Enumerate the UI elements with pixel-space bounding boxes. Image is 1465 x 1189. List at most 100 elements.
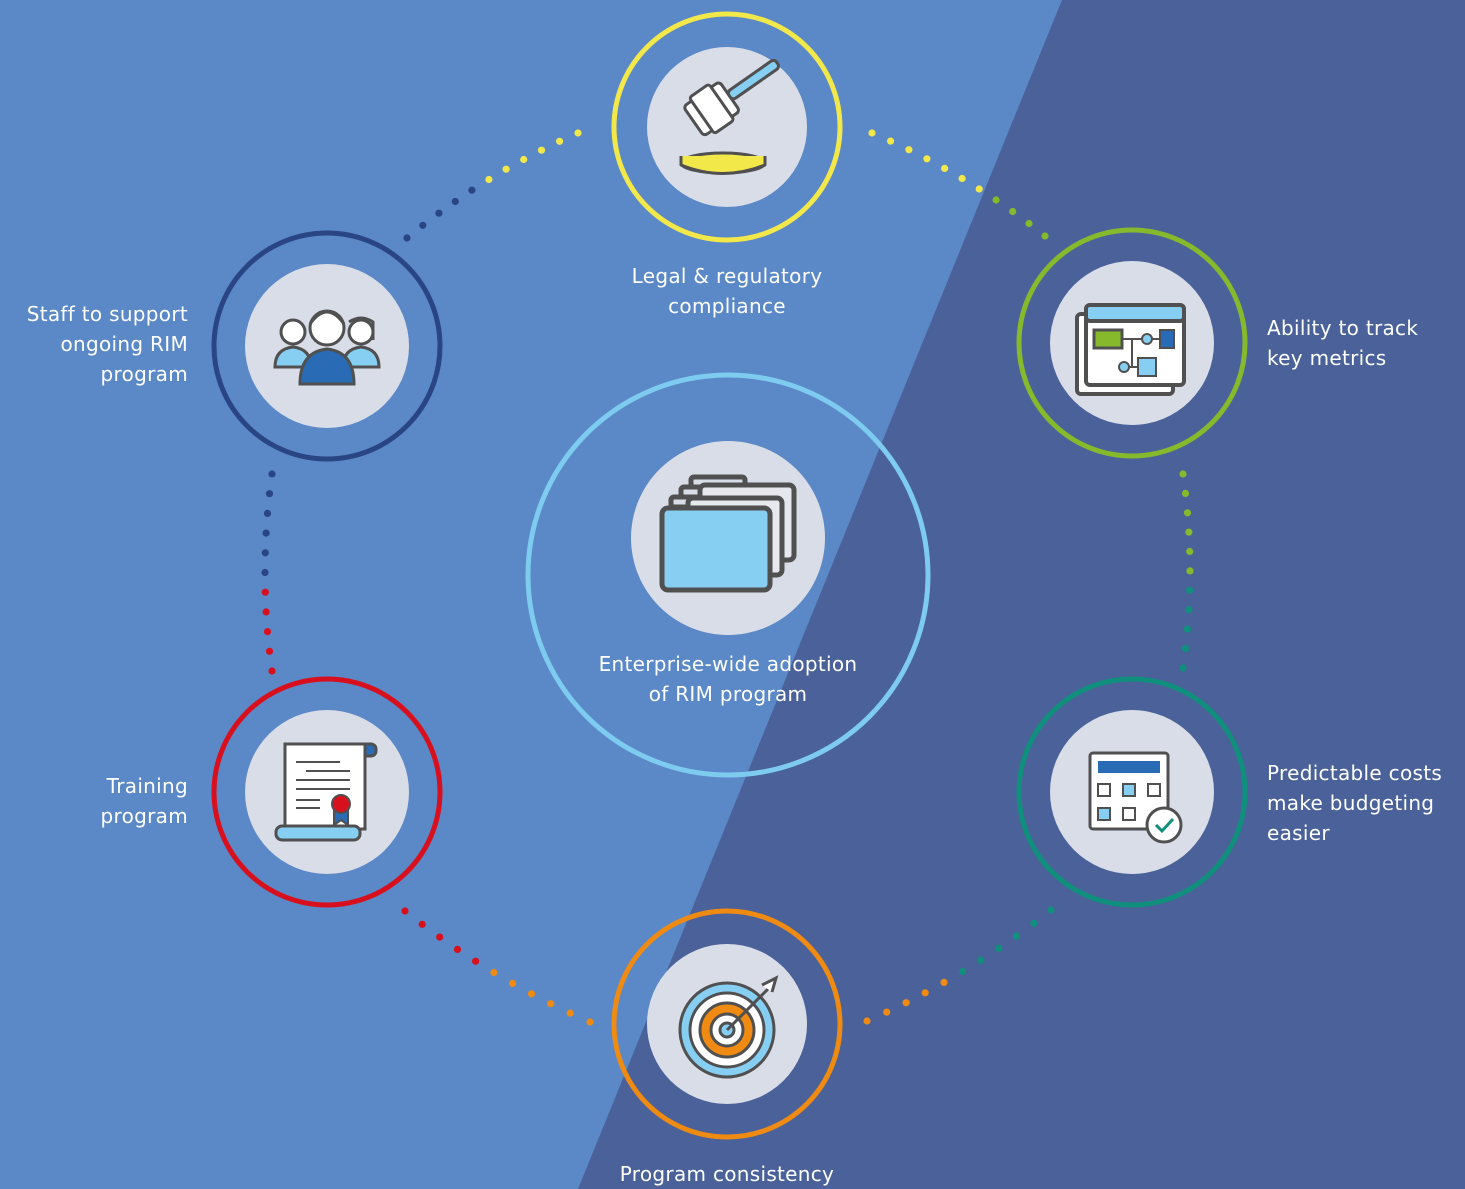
- connector-dot: [959, 967, 967, 976]
- center-label-line1: Enterprise-wide adoption: [598, 652, 858, 676]
- connector-dot: [261, 588, 269, 596]
- connector-dot: [1183, 625, 1192, 633]
- folder-stack-icon: [659, 474, 797, 593]
- connector-dot: [262, 529, 270, 537]
- connector-dot: [1186, 567, 1194, 575]
- connector-dot: [418, 920, 426, 928]
- training-label-line1: Training: [106, 774, 188, 798]
- background-right: [578, 0, 1465, 1189]
- training-label: Training program: [0, 771, 188, 831]
- connector-dot: [921, 989, 929, 997]
- connector-dot: [995, 944, 1003, 953]
- connector-dot: [923, 155, 931, 163]
- connector-dot: [992, 196, 1000, 204]
- connector-dot: [1030, 919, 1038, 927]
- connector-dot: [520, 155, 528, 164]
- connector-dot: [263, 628, 272, 636]
- connector-dot: [586, 1018, 594, 1026]
- connector-dot: [1181, 645, 1190, 653]
- connector-dot: [263, 509, 272, 517]
- metrics-label-line2: key metrics: [1267, 346, 1387, 370]
- costs-label-line1: Predictable costs: [1267, 761, 1443, 785]
- legal-label-line1: Legal & regulatory: [631, 264, 823, 288]
- connector-dot: [868, 129, 876, 137]
- training-label-line2: program: [100, 804, 188, 828]
- gavel-icon: [679, 58, 780, 175]
- metrics-label-line1: Ability to track: [1267, 316, 1419, 340]
- connector-dot: [566, 1009, 574, 1017]
- certificate-icon: [274, 742, 378, 842]
- connector-dot: [902, 999, 910, 1007]
- connector-dot: [883, 1008, 891, 1016]
- flowchart-window-icon: [1075, 303, 1186, 396]
- connector-dot: [419, 221, 427, 229]
- connector-dot: [1186, 547, 1194, 556]
- connector-dot: [556, 137, 564, 145]
- center-ring: [525, 372, 931, 778]
- node-costs: [1016, 676, 1248, 908]
- connector-dot: [958, 174, 966, 183]
- connector-dot: [403, 234, 411, 242]
- connector-dot: [975, 185, 983, 193]
- connector-dot: [1179, 470, 1187, 478]
- dotted-connectors: [261, 129, 1194, 1026]
- staff-ring: [211, 230, 443, 462]
- connector-dot: [508, 979, 517, 988]
- costs-label-line2: make budgeting: [1267, 791, 1435, 815]
- connector-dot: [863, 1017, 871, 1025]
- connector-dot: [265, 647, 274, 655]
- staff-label-line2: ongoing RIM: [60, 332, 188, 356]
- connector-dot: [502, 165, 510, 173]
- legal-label: Legal & regulatory compliance: [577, 261, 877, 321]
- legal-label-line2: compliance: [668, 294, 786, 318]
- costs-label-line3: easier: [1267, 821, 1330, 845]
- costs-label: Predictable costs make budgeting easier: [1267, 758, 1442, 848]
- connector-dot: [574, 129, 582, 137]
- connector-dot: [261, 549, 269, 557]
- costs-ring: [1016, 676, 1248, 908]
- consistency-label: Program consistency: [577, 1159, 877, 1189]
- connector-dot: [401, 907, 409, 915]
- center-label: Enterprise-wide adoption of RIM program: [528, 649, 928, 709]
- node-metrics: [1016, 227, 1248, 459]
- metrics-ring: [1016, 227, 1248, 459]
- connector-dot: [1047, 906, 1055, 914]
- connector-dot: [1185, 606, 1193, 614]
- metrics-label: Ability to track key metrics: [1267, 313, 1418, 373]
- node-staff: [211, 230, 443, 462]
- connector-dot: [1041, 232, 1049, 240]
- connector-dot: [453, 945, 462, 954]
- connector-dot: [940, 978, 948, 987]
- connector-dot: [265, 490, 274, 498]
- staff-label-line3: program: [100, 362, 188, 386]
- connector-dot: [261, 568, 269, 577]
- calendar-check-icon: [1088, 751, 1183, 844]
- connector-dot: [905, 146, 913, 154]
- connector-dot: [1025, 219, 1033, 228]
- connector-dot: [887, 137, 895, 145]
- legal-icon-disc: [647, 47, 807, 207]
- connector-dot: [262, 608, 270, 616]
- connector-dot: [1186, 586, 1194, 594]
- connector-dot: [436, 933, 444, 941]
- connector-dot: [537, 146, 546, 154]
- connector-dot: [451, 197, 459, 206]
- training-ring: [211, 676, 443, 908]
- center-label-line2: of RIM program: [648, 682, 808, 706]
- staff-label: Staff to support ongoing RIM program: [0, 299, 188, 389]
- target-arrow-icon: [678, 975, 779, 1079]
- center-node: [525, 372, 931, 778]
- connector-dot: [1179, 664, 1187, 672]
- connector-dot: [527, 990, 536, 998]
- legal-ring: [611, 11, 843, 243]
- connector-dot: [1185, 528, 1193, 536]
- connector-dot: [268, 470, 276, 478]
- connector-dot: [977, 956, 985, 964]
- connector-dot: [435, 209, 443, 217]
- node-consistency: [611, 908, 843, 1140]
- team-people-icon: [273, 309, 381, 386]
- connector-dot: [472, 957, 480, 965]
- consistency-label-line1: Program consistency: [619, 1162, 835, 1186]
- connector-dot: [1009, 207, 1017, 216]
